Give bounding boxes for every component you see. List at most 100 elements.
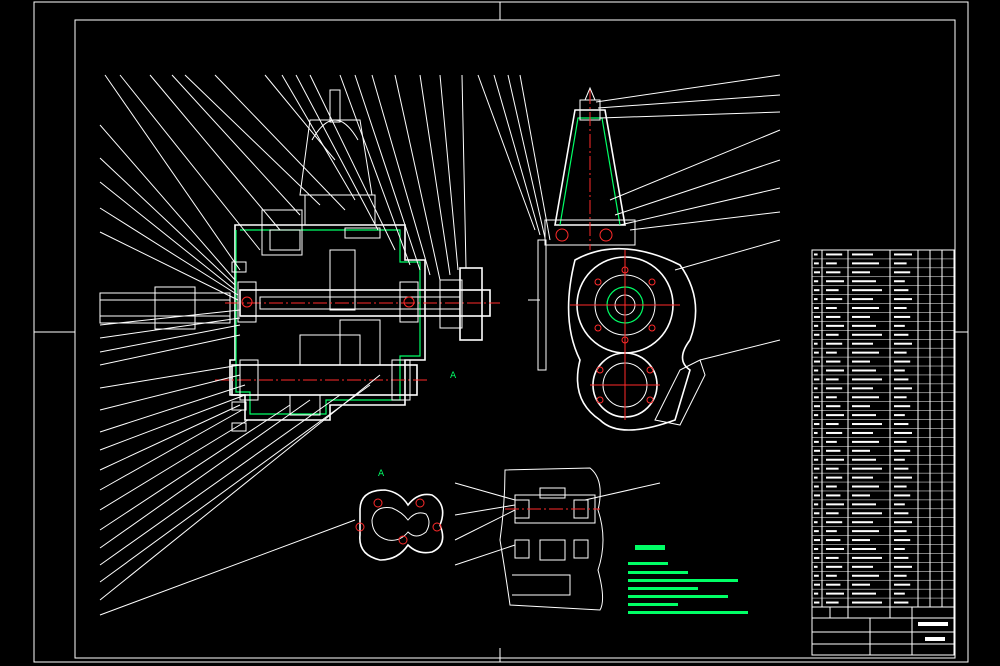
leader-lines-left xyxy=(99,124,381,616)
parts-list-cell-mark xyxy=(814,280,819,283)
parts-list-cell-mark xyxy=(852,307,879,310)
parts-list-cell-mark xyxy=(826,583,841,586)
parts-list-cell-mark xyxy=(894,556,909,559)
parts-list-cell-mark xyxy=(852,333,882,336)
parts-list-cell-mark xyxy=(894,315,911,318)
inner-border xyxy=(74,19,956,659)
parts-list-cell-mark xyxy=(814,423,820,426)
parts-list-cell-mark xyxy=(814,396,819,399)
parts-list-cell-mark xyxy=(814,351,819,354)
parts-list-cell-mark xyxy=(894,539,911,542)
parts-list-cell-mark xyxy=(814,360,820,363)
parts-list-cell-mark xyxy=(814,324,819,327)
parts-list-cell-mark xyxy=(826,387,843,390)
parts-list-cell-mark xyxy=(814,378,820,381)
parts-list-cell-mark xyxy=(894,405,911,408)
parts-list-cell-mark xyxy=(814,262,819,265)
parts-list-cell-mark xyxy=(894,485,907,488)
parts-list-cell-mark xyxy=(894,289,909,292)
parts-list-cell-mark xyxy=(826,396,837,399)
parts-list-cell-mark xyxy=(894,547,905,550)
parts-list-cell-mark xyxy=(852,271,870,274)
parts-list-cell-mark xyxy=(814,583,820,586)
parts-list-cell-mark xyxy=(826,351,837,354)
parts-list-cell-mark xyxy=(894,351,907,354)
parts-list-cell-mark xyxy=(852,387,873,390)
parts-list-cell-mark xyxy=(894,521,912,524)
parts-list-table xyxy=(811,249,955,608)
parts-list-cell-mark xyxy=(894,360,911,363)
parts-list-cell-mark xyxy=(814,431,818,434)
parts-list-cell-mark xyxy=(826,467,839,470)
leader-lines-right xyxy=(595,74,781,361)
side-plate xyxy=(537,239,547,371)
input-shaft xyxy=(99,292,231,324)
parts-list-cell-mark xyxy=(894,458,905,461)
parts-list-cell-mark xyxy=(814,298,818,301)
parts-list-cell-mark xyxy=(894,440,907,443)
parts-list-cell-mark xyxy=(852,253,873,256)
parts-list-cell-mark xyxy=(894,431,912,434)
parts-list-cell-mark xyxy=(894,467,909,470)
detail-plate xyxy=(359,489,444,561)
parts-list-cell-mark xyxy=(852,280,876,283)
parts-list-cell-mark xyxy=(826,262,837,265)
parts-list-cell-mark xyxy=(814,539,820,542)
parts-list-cell-mark xyxy=(894,280,905,283)
parts-list-cell-mark xyxy=(814,333,820,336)
parts-list-cell-mark xyxy=(852,440,879,443)
parts-list-cell-mark xyxy=(894,503,905,506)
parts-list-cell-mark xyxy=(852,503,876,506)
parts-list-cell-mark xyxy=(894,369,905,372)
parts-list-cell-mark xyxy=(826,271,841,274)
parts-list-cell-mark xyxy=(814,503,819,506)
parts-list-cell-mark xyxy=(826,476,843,479)
parts-list-cell-mark xyxy=(826,298,843,301)
parts-list-cell-mark xyxy=(826,360,841,363)
coupling-sleeve xyxy=(154,286,196,330)
parts-list-cell-mark xyxy=(894,423,909,426)
parts-list-cell-mark xyxy=(894,271,911,274)
parts-list-cell-mark xyxy=(852,601,882,604)
parts-list-cell-mark xyxy=(814,565,818,568)
parts-list-cell-mark xyxy=(826,405,841,408)
parts-list-cell-mark xyxy=(852,324,876,327)
parts-list-cell-mark xyxy=(852,458,876,461)
parts-list-cell-mark xyxy=(814,467,820,470)
parts-list-cell-mark xyxy=(826,574,837,577)
parts-list-cell-mark xyxy=(852,396,879,399)
parts-list-cell-mark xyxy=(814,369,819,372)
parts-list-cell-mark xyxy=(814,315,820,318)
parts-list-cell-mark xyxy=(852,592,876,595)
parts-list-cell-mark xyxy=(826,315,841,318)
parts-list-cell-mark xyxy=(852,512,882,515)
parts-list-cell-mark xyxy=(852,342,873,345)
section-mark-a: A xyxy=(450,371,457,381)
parts-list-cell-mark xyxy=(826,592,844,595)
parts-list-cell-mark xyxy=(894,262,907,265)
parts-list-cell-mark xyxy=(852,315,870,318)
parts-list-cell-mark xyxy=(826,556,839,559)
parts-list-cell-mark xyxy=(814,405,820,408)
parts-list-cell-mark xyxy=(852,494,870,497)
parts-list-cell-mark xyxy=(826,547,844,550)
parts-list-cell-mark xyxy=(826,289,839,292)
parts-list-cell-mark xyxy=(852,530,879,533)
parts-list-cell-mark xyxy=(826,440,837,443)
parts-list-cell-mark xyxy=(852,539,870,542)
parts-list-cell-mark xyxy=(814,485,819,488)
parts-list-cell-mark xyxy=(852,574,879,577)
parts-list-cell-mark xyxy=(814,307,819,310)
parts-list-cell-mark xyxy=(814,253,818,256)
parts-list-cell-mark xyxy=(852,431,873,434)
parts-list-cell-mark xyxy=(826,369,844,372)
parts-list-cell-mark xyxy=(894,476,912,479)
parts-list-cell-mark xyxy=(894,324,905,327)
parts-list-cell-mark xyxy=(814,458,819,461)
parts-list-cell-mark xyxy=(894,449,911,452)
detail-mark-a: A xyxy=(378,469,385,479)
parts-list-cell-mark xyxy=(852,405,870,408)
parts-list-cell-mark xyxy=(826,333,839,336)
gearbox-housing xyxy=(229,224,426,421)
detail-view-bearing xyxy=(454,467,661,611)
